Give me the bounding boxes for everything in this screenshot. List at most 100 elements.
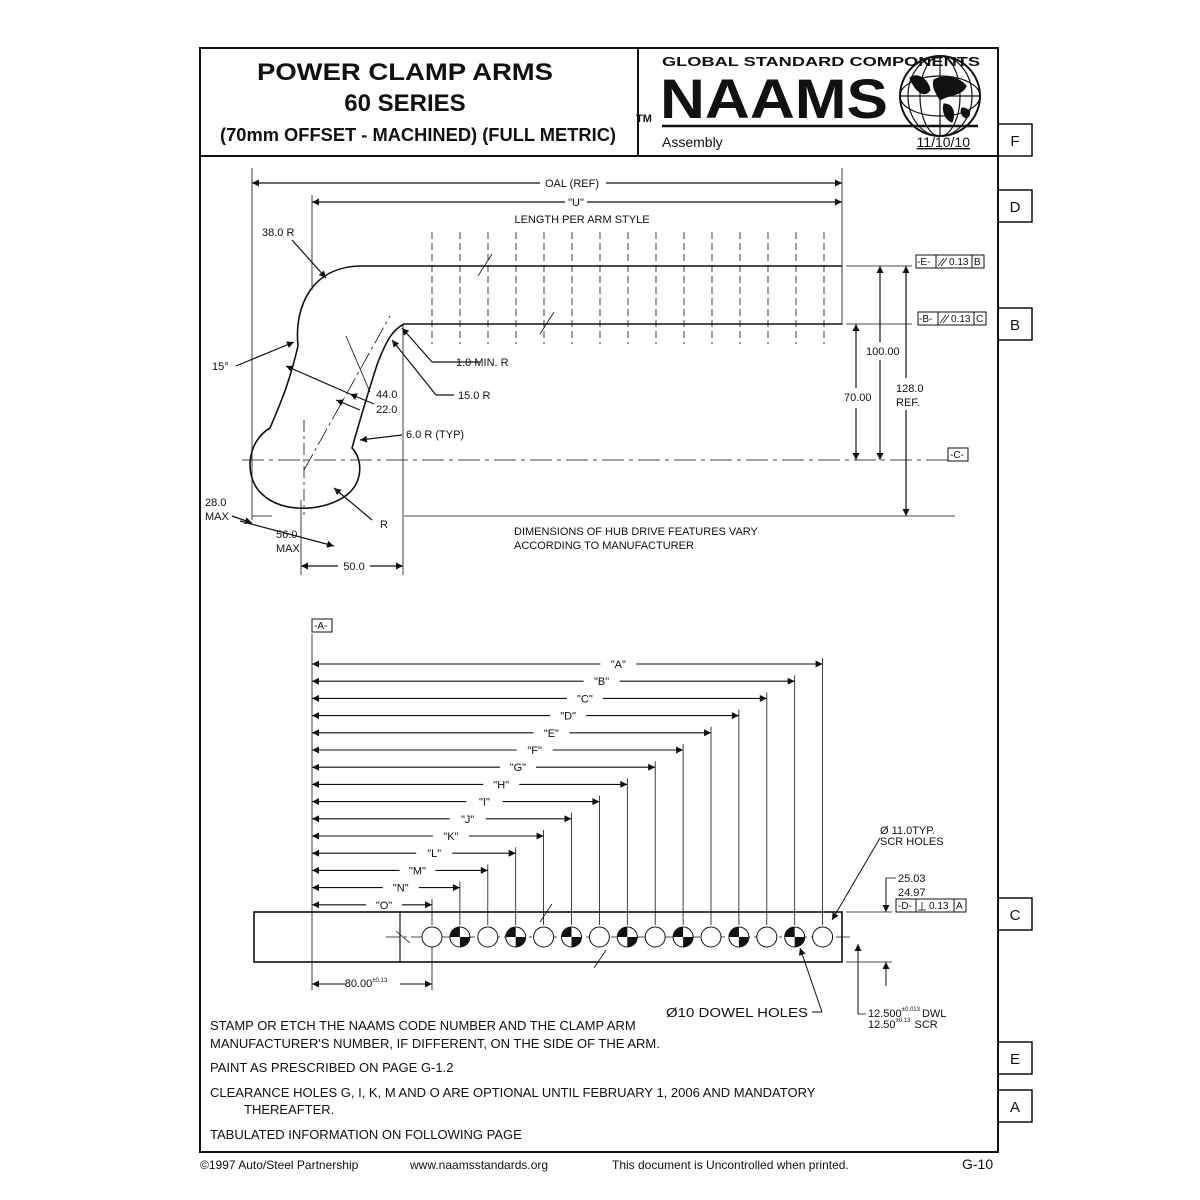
dowel-hole [784,926,806,948]
trademark-mark: TM [636,113,652,125]
ordinate-dim: "K" [312,830,544,925]
u-dimension: "U" [568,197,584,209]
naams-brand: GLOBAL STANDARD COMPONENTS TM NAAMS Asse… [636,54,981,150]
hub-note-2: ACCORDING TO MANUFACTURER [514,540,694,552]
ordinate-dim: "H" [312,778,628,925]
ordinate-label: "H" [493,779,509,791]
side-tab-f: F [1010,133,1019,150]
side-tab-d: D [1010,199,1021,216]
hole-pattern-view [253,634,896,1015]
note-stamp-1: STAMP OR ETCH THE NAAMS CODE NUMBER AND … [210,1018,636,1033]
ordinate-dim: "L" [312,847,517,925]
ref-label: REF. [896,397,920,409]
max-56: MAX [276,543,301,555]
ordinate-dim: "O" [312,898,433,925]
side-tab-a: A [1010,1099,1020,1116]
dim-80: 80.00±0.13 [345,978,388,990]
dim-50: 50.0 [343,561,364,573]
scr-holes-label: SCR HOLES [880,836,944,848]
note-paint: PAINT AS PRESCRIBED ON PAGE G-1.2 [210,1060,453,1075]
brand-header: GLOBAL STANDARD COMPONENTS [662,54,980,69]
scr-holes-dia: Ø 11.0TYP. [880,825,935,837]
ordinate-label: "E" [544,728,559,740]
datum-a: -A- [314,621,327,632]
width-max: 25.03 [898,873,926,885]
ordinate-label: "I" [479,797,490,809]
globe-icon [899,55,981,137]
ordinate-dim: "F" [312,744,684,925]
datum-ref-b: C [976,314,983,325]
hole-pattern-labels: Ø 11.0TYP. SCR HOLES 25.03 24.97 80.00±0… [345,825,947,1031]
footer-url[interactable]: www.naamsstandards.org [410,1158,549,1172]
arm-profile-labels: OAL (REF) "U" LENGTH PER ARM STYLE 38.0 … [205,175,924,573]
notes: STAMP OR ETCH THE NAAMS CODE NUMBER AND … [210,1018,816,1142]
ordinate-label: "G" [510,762,526,774]
clearance-hole [756,926,778,948]
sheet-border [199,47,999,1153]
parallelism-icon [939,314,950,324]
ordinate-dim: "E" [312,726,712,925]
clearance-hole [588,926,610,948]
datum-b: -B- [919,314,932,325]
hole-row [421,926,834,948]
dowel-hole [672,926,694,948]
tolerance-e: 0.13 [949,257,969,268]
ordinate-dimensions: "A""B""C""D""E""F""G""H""I""J""K""L""M""… [312,658,823,925]
dowel-hole [449,926,471,948]
radius-15: 15.0 R [458,390,490,402]
clearance-hole [421,926,443,948]
dim-28: 28.0 [205,497,226,509]
ordinate-label: "C" [577,693,593,705]
revision-date: 11/10/10 [917,134,971,150]
ordinate-dim: "I" [312,795,600,925]
dowel-hole [728,926,750,948]
clearance-hole [700,926,722,948]
ordinate-dim: "D" [312,709,740,925]
side-tabs [997,123,1033,1123]
dim-70: 70.00 [844,392,872,404]
perpendicularity-icon [918,902,926,911]
clearance-hole [812,926,834,948]
width-min: 24.97 [898,887,926,899]
footer-page-number: G-10 [962,1156,994,1172]
ordinate-label: "L" [427,848,441,860]
radius-r: R [380,519,388,531]
title-block: POWER CLAMP ARMS 60 SERIES (70mm OFFSET … [220,59,616,145]
dim-44: 44.0 [376,389,397,401]
note-clearance-1: CLEARANCE HOLES G, I, K, M AND O ARE OPT… [210,1085,816,1100]
datum-d: -D- [898,901,912,912]
title-line-3: (70mm OFFSET - MACHINED) (FULL METRIC) [220,125,616,145]
side-tab-e: E [1010,1051,1020,1068]
datum-e: -E- [917,257,930,268]
ordinate-dim: "N" [312,881,461,925]
footer-disclaimer: This document is Uncontrolled when print… [612,1158,849,1172]
category-label: Assembly [662,134,723,150]
arm-profile-view [231,168,955,575]
clearance-hole [644,926,666,948]
title-line-2: 60 SERIES [344,90,465,117]
parallelism-icon [937,257,948,267]
ordinate-label: "F" [527,745,542,757]
gdt-frame-d: -D- 0.13 A [895,898,967,913]
ordinate-label: "D" [560,711,576,723]
datum-c-box: -C- [947,447,969,462]
ordinate-label: "M" [409,865,426,877]
ordinate-dim: "C" [312,692,768,925]
length-note: LENGTH PER ARM STYLE [514,214,649,226]
gdt-frame-b: -B- 0.13 C [917,311,987,326]
ordinate-dim: "G" [312,761,656,925]
gdt-frame-e: -E- 0.13 B [915,254,985,269]
ordinate-label: "O" [376,900,392,912]
ordinate-label: "J" [461,814,474,826]
ordinate-dim: "J" [312,812,572,925]
naams-logo: NAAMS [660,67,888,130]
dim-100: 100.00 [866,346,900,358]
dowel-hole [561,926,582,948]
tolerance-b: 0.13 [951,314,971,325]
angle-15: 15° [212,361,229,373]
tolerance-d: 0.13 [929,901,949,912]
note-stamp-2: MANUFACTURER'S NUMBER, IF DIFFERENT, ON … [210,1036,660,1051]
dim-56: 56.0 [276,529,297,541]
